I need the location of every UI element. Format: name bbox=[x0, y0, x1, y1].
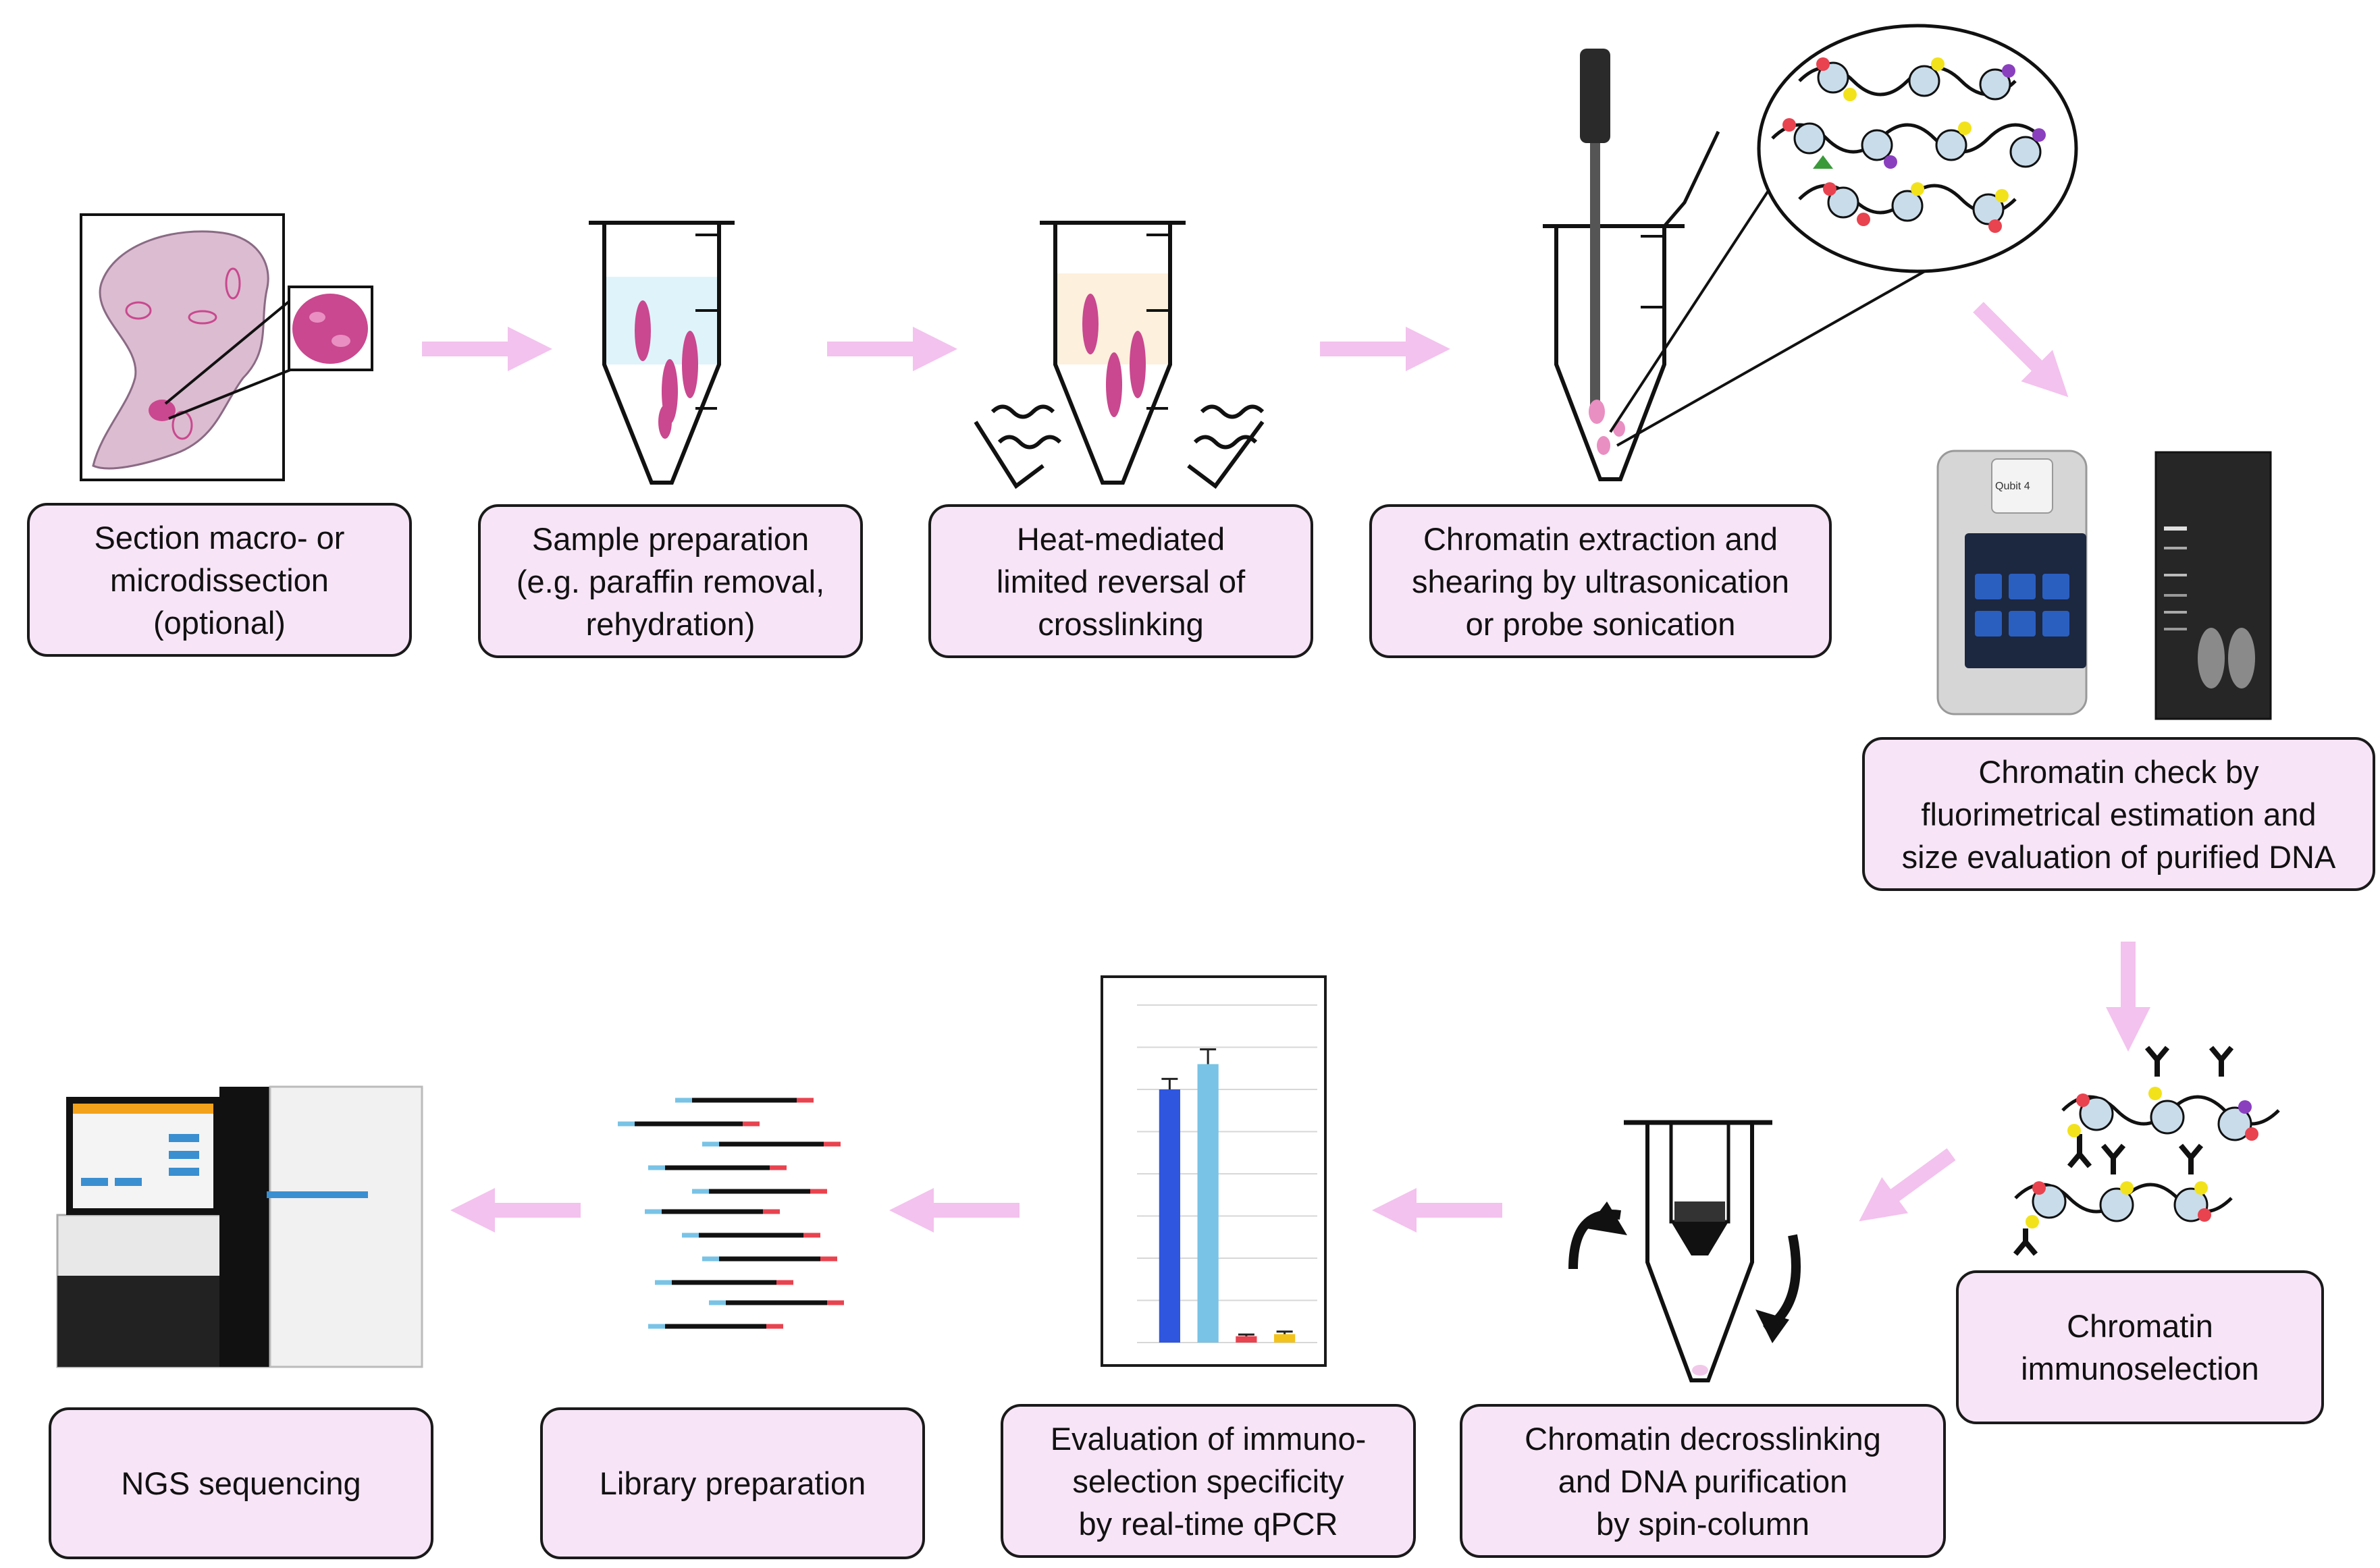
step-chromatin-check: Chromatin check by fluorimetrical estima… bbox=[1862, 737, 2375, 891]
step-line: Heat-mediated bbox=[1016, 520, 1225, 557]
step-line: limited reversal of bbox=[996, 563, 1246, 599]
step-line: Library preparation bbox=[599, 1465, 866, 1501]
gel-electrophoresis-image bbox=[2154, 451, 2272, 720]
chart-bar bbox=[1159, 1089, 1180, 1343]
step-line: Chromatin check by bbox=[1978, 753, 2259, 790]
step-line: or probe sonication bbox=[1465, 605, 1736, 642]
step-line: Evaluation of immuno- bbox=[1050, 1420, 1367, 1457]
step-line: size evaluation of purified DNA bbox=[1901, 838, 2336, 875]
qpcr-bar-chart bbox=[1137, 1004, 1317, 1343]
chart-error-bar bbox=[1238, 1333, 1254, 1336]
step-chromatin-immunoselection: Chromatin immunoselection bbox=[1956, 1270, 2324, 1424]
step-line: (optional) bbox=[153, 604, 286, 641]
step-line: shearing by ultrasonication bbox=[1411, 563, 1790, 599]
step-line: immunoselection bbox=[2021, 1351, 2259, 1386]
step-line: microdissection bbox=[110, 562, 329, 598]
step-line: by spin-column bbox=[1595, 1505, 1810, 1542]
step-line: (e.g. paraffin removal, bbox=[516, 563, 825, 599]
step-line: Chromatin decrosslinking bbox=[1525, 1420, 1881, 1457]
step-line: Chromatin extraction and bbox=[1423, 520, 1778, 557]
step-line: crosslinking bbox=[1038, 605, 1204, 642]
step-line: fluorimetrical estimation and bbox=[1921, 796, 2317, 832]
sequencer-illustration bbox=[56, 1085, 423, 1368]
step-line: Chromatin bbox=[2067, 1308, 2213, 1344]
flow-arrows bbox=[422, 302, 2150, 1233]
library-fragments-illustration bbox=[618, 1098, 844, 1329]
chart-bar bbox=[1236, 1336, 1257, 1343]
arrow-4 bbox=[1973, 302, 2069, 398]
step-line: selection specificity bbox=[1072, 1463, 1344, 1499]
chart-bar bbox=[1197, 1064, 1219, 1343]
tissue-section-illustration bbox=[80, 213, 373, 481]
step-chromatin-extraction: Chromatin extraction and shearing by ult… bbox=[1369, 504, 1832, 658]
tube-sonication bbox=[1543, 24, 2078, 481]
spin-column-illustration bbox=[1568, 1120, 1801, 1382]
step-line: rehydration) bbox=[585, 605, 756, 642]
tube-sample-prep bbox=[589, 221, 735, 485]
step-sample-preparation: Sample preparation (e.g. paraffin remova… bbox=[478, 504, 863, 658]
chart-error-bar bbox=[1276, 1330, 1293, 1334]
histone-marks bbox=[1782, 57, 2046, 233]
step-library-preparation: Library preparation bbox=[540, 1407, 925, 1559]
svg-text:Qubit 4: Qubit 4 bbox=[1995, 481, 2030, 492]
step-line: NGS sequencing bbox=[121, 1465, 361, 1501]
tube-heat bbox=[974, 221, 1265, 489]
step-ngs-sequencing: NGS sequencing bbox=[49, 1407, 433, 1559]
chart-error-bar bbox=[1161, 1077, 1178, 1089]
qpcr-chart-panel bbox=[1101, 975, 1327, 1367]
chart-error-bar bbox=[1200, 1048, 1217, 1064]
fluorometer-device: Qubit 4 bbox=[1936, 450, 2088, 715]
step-line: by real-time qPCR bbox=[1078, 1505, 1338, 1542]
step-chromatin-decrosslinking: Chromatin decrosslinking and DNA purific… bbox=[1460, 1404, 1946, 1558]
step-qpcr-evaluation: Evaluation of immuno- selection specific… bbox=[1001, 1404, 1416, 1558]
immunoselection-illustration bbox=[2013, 1046, 2280, 1256]
chart-bar bbox=[1274, 1334, 1296, 1343]
step-line: Sample preparation bbox=[531, 520, 810, 557]
step-section-macrodissection: Section macro- or microdissection (optio… bbox=[27, 503, 412, 657]
step-heat-reversal: Heat-mediated limited reversal of crossl… bbox=[928, 504, 1313, 658]
step-line: and DNA purification bbox=[1558, 1463, 1848, 1499]
arrow-6 bbox=[1859, 1148, 1956, 1222]
step-line: Section macro- or bbox=[94, 519, 345, 556]
